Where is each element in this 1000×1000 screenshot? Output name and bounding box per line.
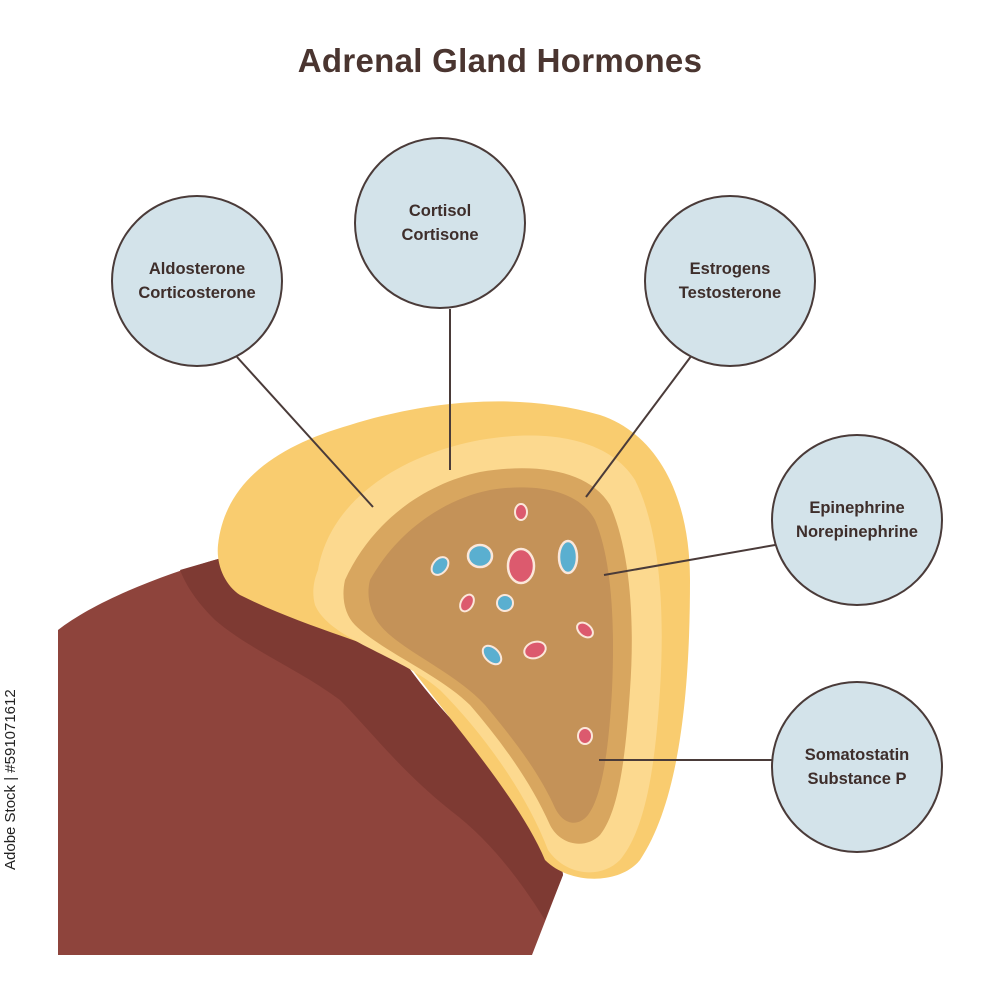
leader-line-medulla xyxy=(603,544,776,576)
label-bubbles xyxy=(111,137,943,853)
kidney-shadow xyxy=(180,557,563,920)
vessel-blue xyxy=(430,556,450,576)
label-line: Cortisol xyxy=(408,202,472,220)
label-line: Norepinephrine xyxy=(796,523,918,541)
leader-line-glomerulosa xyxy=(236,356,374,508)
vessel-red xyxy=(459,593,475,613)
vessel-blue xyxy=(557,539,579,575)
label-line: Testosterone xyxy=(678,284,782,302)
leader-lines xyxy=(236,309,776,761)
vessel-blue xyxy=(466,543,494,569)
bubble-zona-reticularis xyxy=(644,195,816,367)
vessel-red xyxy=(514,503,528,521)
label-line: Somatostatin xyxy=(804,746,910,764)
vessel-red xyxy=(523,640,547,660)
label-medulla-peptides: Somatostatin Substance P xyxy=(767,743,947,791)
label-zona-fasciculata: Cortisol Cortisone xyxy=(350,199,530,247)
bubble-zona-fasciculata xyxy=(354,137,526,309)
bubble-medulla xyxy=(771,434,943,606)
vessel-blue xyxy=(481,644,503,666)
blood-vessels xyxy=(430,503,594,745)
leader-line-reticularis xyxy=(585,354,693,498)
bubble-medulla-peptides xyxy=(771,681,943,853)
stock-id-watermark: Adobe Stock | #591071612 xyxy=(2,689,19,870)
label-line: Cortisone xyxy=(401,226,479,244)
vessel-red xyxy=(576,621,594,639)
label-line: Estrogens xyxy=(689,260,771,278)
label-line: Aldosterone xyxy=(148,260,246,278)
label-line: Substance P xyxy=(807,770,907,788)
vessel-red xyxy=(577,727,593,745)
vessel-red xyxy=(506,547,536,585)
label-zona-glomerulosa: Aldosterone Corticosterone xyxy=(107,257,287,305)
label-medulla: Epinephrine Norepinephrine xyxy=(767,496,947,544)
kidney-shape xyxy=(58,557,563,955)
label-zona-reticularis: Estrogens Testosterone xyxy=(640,257,820,305)
label-line: Corticosterone xyxy=(138,284,256,302)
label-line: Epinephrine xyxy=(809,499,905,517)
vessel-blue xyxy=(496,594,514,612)
page-title: Adrenal Gland Hormones xyxy=(297,42,703,79)
bubble-zona-glomerulosa xyxy=(111,195,283,367)
